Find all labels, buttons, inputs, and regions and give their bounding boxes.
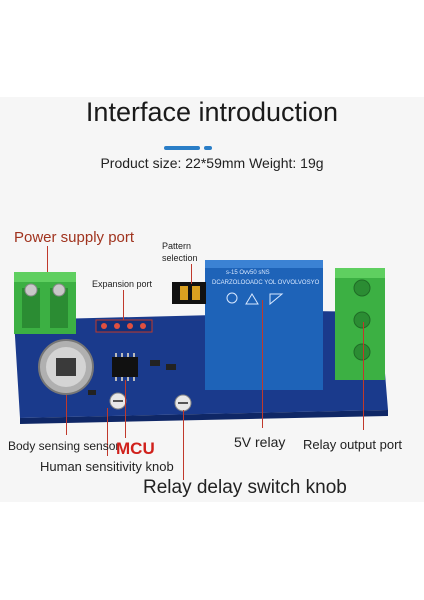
callout-line-delay [183, 410, 184, 480]
product-spec: Product size: 22*59mm Weight: 19g [100, 155, 324, 171]
page-title: Interface introduction [85, 97, 339, 127]
relay-delay-switch-knob [174, 394, 192, 412]
label-human-sensitivity-knob: Human sensitivity knob [40, 459, 174, 474]
label-pattern-selection-1: Pattern [162, 241, 192, 251]
title-underline [164, 146, 200, 150]
relay-marking-1: DCARZOLOOADC YOL OVVOLVOSYO [212, 280, 320, 286]
label-power-supply-port: Power supply port [14, 229, 135, 246]
callout-line-pattern [191, 264, 192, 284]
label-relay-delay-switch-knob: Relay delay switch knob [143, 477, 347, 498]
expansion-port [95, 319, 153, 333]
relay-5v: DCARZOLOOADC YOL OVVOLVOSYO s-15 Ovv50 s… [205, 260, 323, 390]
title-underline-dot [204, 146, 212, 150]
callout-line-mcu [125, 380, 126, 438]
relay-marking-2: s-15 Ovv50 sNS [226, 270, 270, 276]
human-sensitivity-knob [109, 392, 127, 410]
power-terminal-block [14, 272, 76, 334]
body-sensing-sensor [38, 339, 94, 395]
callout-line-sensitivity [107, 408, 108, 456]
relay-output-terminal-block [335, 268, 385, 380]
relay-module-board: DCARZOLOOADC YOL OVVOLVOSYO s-15 Ovv50 s… [14, 260, 388, 424]
callout-line-relay [262, 300, 263, 428]
label-body-sensing-sensor: Body sensing sensor [8, 439, 120, 453]
callout-line-output [363, 322, 364, 430]
label-expansion-port: Expansion port [92, 279, 153, 289]
callout-line-expansion [123, 290, 124, 320]
label-relay-output-port: Relay output port [303, 437, 403, 452]
pattern-selection-jumper [172, 282, 206, 304]
callout-line-power [47, 246, 48, 272]
mcu-chip [112, 353, 138, 381]
label-pattern-selection-2: selection [162, 253, 198, 263]
callout-line-sensor [66, 395, 67, 435]
pcb-edge [20, 410, 388, 424]
label-mcu: MCU [116, 439, 155, 458]
label-5v-relay: 5V relay [234, 434, 286, 450]
